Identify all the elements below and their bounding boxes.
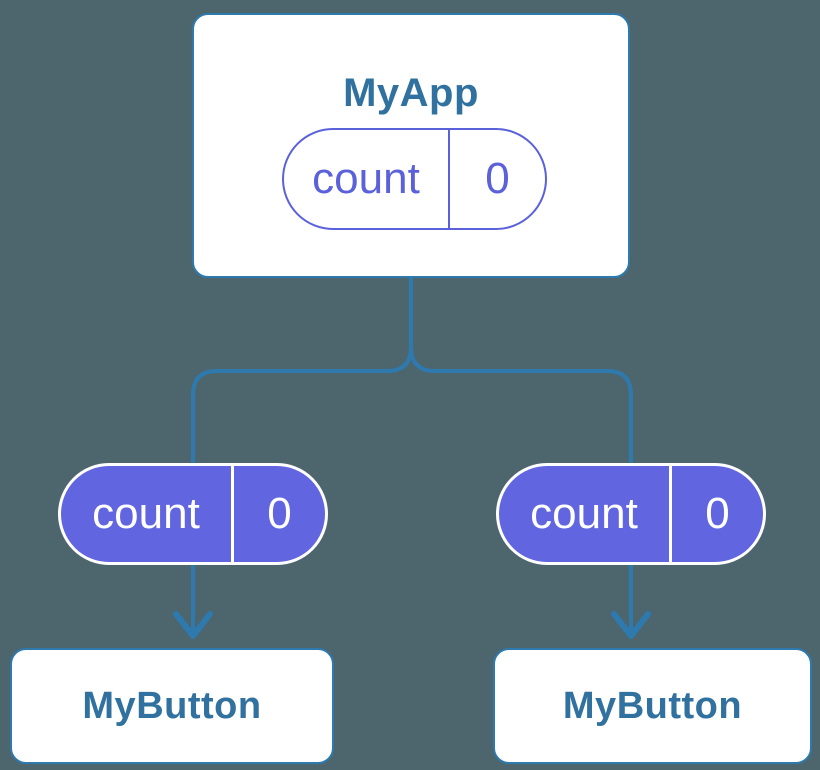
node-title-mybutton: MyButton: [82, 684, 262, 727]
node-title-mybutton: MyButton: [562, 684, 743, 727]
state-value: 0: [267, 489, 292, 538]
state-pill-mybutton-right: count 0: [496, 463, 766, 565]
connector-right-path: [409, 277, 633, 632]
arrow-down-icon: [611, 611, 651, 639]
arrow-down-icon: [173, 611, 213, 639]
state-value: 0: [705, 489, 730, 538]
state-pill-mybutton-left: count 0: [58, 463, 328, 565]
state-label: count: [499, 466, 672, 562]
state-value: 0: [485, 154, 510, 203]
state-label: count: [284, 130, 450, 228]
node-card-mybutton-right: MyButton: [493, 648, 812, 764]
node-card-mybutton-left: MyButton: [10, 648, 334, 764]
node-card-myapp: MyApp count 0: [192, 13, 630, 278]
node-title-myapp: MyApp: [343, 71, 479, 115]
state-label: count: [61, 466, 234, 562]
state-pill-myapp: count 0: [282, 128, 547, 230]
connector-left-path: [191, 277, 413, 632]
